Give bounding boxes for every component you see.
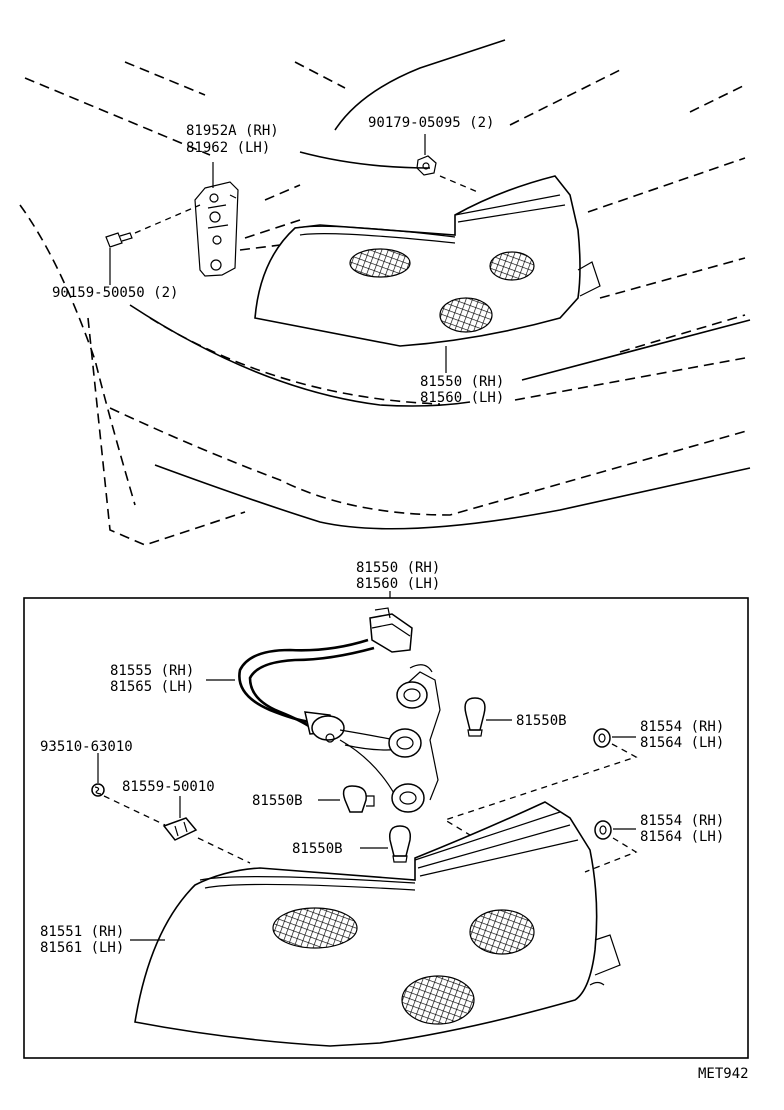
label-holder-part: 81559-50010 (122, 779, 215, 795)
label-bracket-rh: 81952A (RH) (186, 123, 279, 139)
label-gasket2-rh: 81554 (RH) (640, 813, 724, 829)
dash-gasket-1 (443, 743, 638, 836)
label-lamp-top-rh: 81550 (RH) (420, 374, 504, 390)
label-box-lamp-lh: 81560 (LH) (356, 576, 440, 592)
label-socket-rh: 81555 (RH) (110, 663, 194, 679)
label-lamp-top-lh: 81560 (LH) (420, 390, 504, 406)
gasket-1 (593, 728, 611, 748)
dash-gasket-2 (584, 837, 638, 873)
dash-clip (103, 795, 166, 826)
label-lens-lh: 81561 (LH) (40, 940, 124, 956)
label-lens-rh: 81551 (RH) (40, 924, 124, 940)
label-box-lamp-rh: 81550 (RH) (356, 560, 440, 576)
bulb-b (342, 785, 375, 813)
label-socket-lh: 81565 (LH) (110, 679, 194, 695)
label-bulb-c: 81550B (292, 841, 343, 857)
dash-holder (197, 837, 251, 864)
mounting-bracket (194, 181, 239, 277)
label-gasket1-rh: 81554 (RH) (640, 719, 724, 735)
exploded-view-frame (23, 597, 749, 1059)
upper-lamp-assembly (254, 175, 601, 347)
bulb-c (388, 825, 412, 863)
vehicle-body-outline (19, 39, 751, 546)
label-bracket-lh: 81962 (LH) (186, 140, 270, 156)
nut (416, 155, 481, 194)
bulb-a (464, 697, 486, 737)
label-gasket2-lh: 81564 (LH) (640, 829, 724, 845)
label-clip-part: 93510-63010 (40, 739, 133, 755)
lower-lens-assembly (134, 801, 621, 1047)
label-gasket1-lh: 81564 (LH) (640, 735, 724, 751)
gasket-2 (594, 820, 612, 840)
diagram-code: MET942 (698, 1066, 749, 1082)
label-bulb-b: 81550B (252, 793, 303, 809)
clip (91, 783, 105, 797)
label-screw-part: 90159-50050 (2) (52, 285, 178, 301)
label-bulb-a: 81550B (516, 713, 567, 729)
label-nut-part: 90179-05095 (2) (368, 115, 494, 131)
socket-harness (238, 607, 441, 813)
holder (162, 817, 198, 841)
screw (105, 204, 201, 248)
